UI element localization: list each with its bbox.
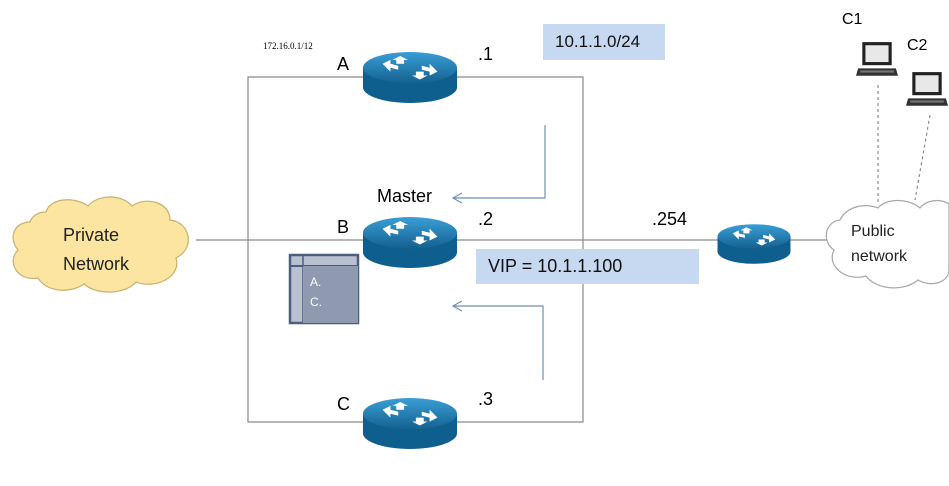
network-address-box: 10.1.1.0/24 [543,24,665,60]
c2-dashed-line [914,114,931,201]
legend-line1: A. [310,275,322,289]
router-c-icon [362,398,458,449]
router-a-name: A [337,54,350,74]
arrow-from-a [453,125,546,199]
master-label: Master [377,186,433,206]
private-cloud-label-line1: Private [63,225,120,245]
router-b-icon [362,217,458,268]
client-c2-laptop-icon [906,72,948,106]
private-cloud-label-line2: Network [63,254,130,274]
subnet-label: 172.16.0.1/12 [263,41,313,51]
public-network-cloud [825,199,949,289]
private-network-cloud [12,196,189,293]
public-cloud-label-line1: Public [851,223,895,240]
legend-line2: C. [310,295,322,309]
vip-box: VIP = 10.1.1.100 [476,249,699,284]
gateway-address: .254 [652,209,688,229]
arrow-from-c [453,305,544,380]
public-cloud-label-line2: network [851,248,908,265]
legend-window-icon [288,253,360,325]
left-bus-line [247,76,410,423]
client-c2-label: C2 [907,37,928,54]
router-c-name: C [337,394,350,414]
client-c1-laptop-icon [856,42,898,76]
election-arrows [451,125,546,380]
router-c-address: .3 [478,389,494,409]
router-b-name: B [337,217,350,237]
gateway-router-icon [717,224,791,264]
router-a-icon [362,52,458,103]
router-b-address: .2 [478,209,494,229]
client-c1-label: C1 [842,11,863,28]
router-a-address: .1 [478,44,494,64]
